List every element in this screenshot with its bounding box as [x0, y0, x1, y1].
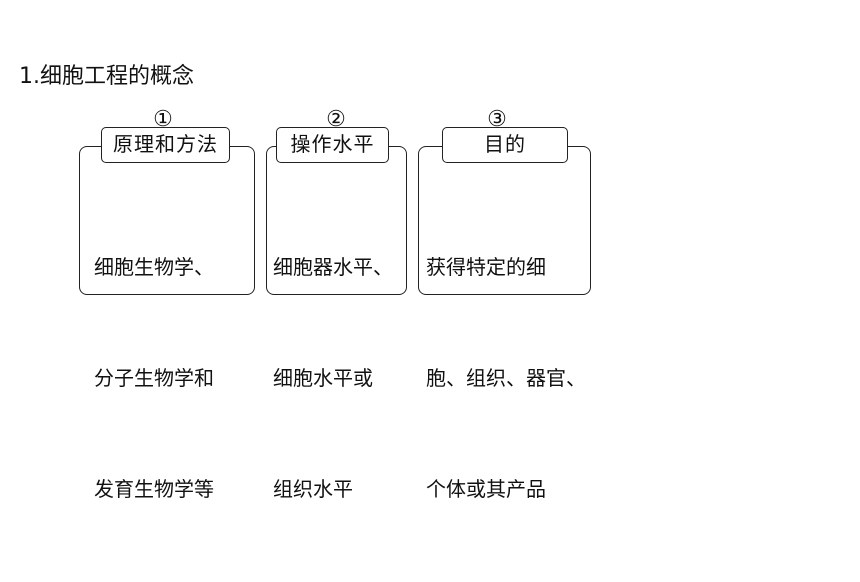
card-2-line-2: 细胞水平或 — [273, 366, 373, 390]
card-label-1: 原理和方法 — [101, 127, 230, 163]
card-2-line-3: 组织水平 — [273, 477, 353, 501]
circled-number-2: ② — [326, 107, 346, 132]
card-body-3: 获得特定的细 胞、组织、器官、 个体或其产品 — [426, 175, 586, 582]
section-heading: 1.细胞工程的概念 — [19, 64, 194, 89]
card-label-3: 目的 — [442, 127, 568, 163]
card-body-2: 细胞器水平、 细胞水平或 组织水平 — [273, 175, 393, 582]
card-body-1: 细胞生物学、 分子生物学和 发育生物学等 — [94, 175, 214, 582]
circled-number-1: ① — [153, 107, 173, 132]
card-1-line-3: 发育生物学等 — [94, 477, 214, 501]
circled-number-3: ③ — [487, 107, 507, 132]
card-3-line-1: 获得特定的细 — [426, 255, 546, 279]
card-2-line-1: 细胞器水平、 — [273, 255, 393, 279]
card-1-line-1: 细胞生物学、 — [94, 255, 214, 279]
card-1-line-2: 分子生物学和 — [94, 366, 214, 390]
card-label-2: 操作水平 — [276, 127, 389, 163]
card-3-line-2: 胞、组织、器官、 — [426, 366, 586, 390]
card-3-line-3: 个体或其产品 — [426, 477, 546, 501]
